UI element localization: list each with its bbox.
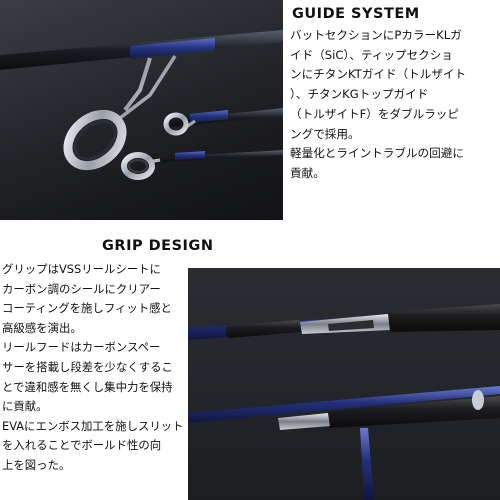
guide-system-title: GUIDE SYSTEM <box>292 6 420 22</box>
grip-text-line: リールフードはカーボンスペー <box>2 340 161 355</box>
lower-reel-seat <box>278 413 330 430</box>
carbon-reel-hood <box>328 320 374 331</box>
grip-text-line: サーを搭載し段差を少なくするこ <box>2 359 173 374</box>
lower-rear-grip <box>328 396 500 428</box>
grip-text-line: グリップはVSSリールシートに <box>2 262 161 276</box>
grip-text-line: 高級感を演出。 <box>2 320 82 335</box>
guide-system-illustration <box>0 30 283 180</box>
mid-section-blank <box>170 108 283 127</box>
vertical-rod <box>360 428 374 500</box>
grip-text-line: を入れることでボールド性の向 <box>2 438 162 453</box>
guide-text-line: 貢献。 <box>290 165 325 180</box>
pkl-guide <box>63 55 177 171</box>
upper-rod-handle <box>188 304 500 340</box>
guide-text-line: ングで採用。 <box>290 126 360 141</box>
grip-design-title: GRIP DESIGN <box>102 238 214 254</box>
kt-guide <box>163 112 196 136</box>
guide-text-line: バットセクションにPカラーKLガ <box>290 28 462 42</box>
guide-text-line: 軽量化とライントラブルの回避に <box>290 146 464 161</box>
guide-text-line: （トルザイトF）をダブルラッピ <box>290 106 459 121</box>
grip-text-line: EVAにエンボス加工を施しスリット <box>2 418 184 433</box>
grip-text-line: 上を図った。 <box>2 457 71 472</box>
guide-text-line: ンにチタンKTガイド（トルザイト <box>290 67 467 82</box>
butt-cap <box>472 390 484 410</box>
butt-section-blank <box>0 30 283 70</box>
guide-system-description: バットセクションにPカラーKLガ イド（SiC）、ティップセクショ ンにチタンK… <box>290 26 466 184</box>
kg-top-guide <box>121 152 161 180</box>
grip-text-line: カーボン調のシールにクリアー <box>2 281 161 296</box>
grip-text-line: とで違和感を無くし集中力を保持 <box>2 379 173 394</box>
guide-text-line: イド（SiC）、ティップセクショ <box>290 47 453 62</box>
guide-system-photo <box>0 0 283 220</box>
grip-design-photo <box>188 268 500 500</box>
tip-section-blank <box>150 150 283 163</box>
lower-rod-handle <box>188 386 500 430</box>
grip-design-illustration <box>188 304 500 500</box>
grip-text-line: に貢献。 <box>2 399 48 414</box>
grip-text-line: コーティングを施しフィット感と <box>2 301 172 316</box>
fore-grip <box>225 320 303 338</box>
guide-text-line: ）、チタンKGトップガイド <box>290 87 429 102</box>
grip-design-description: グリップはVSSリールシートに カーボン調のシールにクリアー コーティングを施し… <box>2 260 184 476</box>
rear-grip <box>388 304 500 332</box>
